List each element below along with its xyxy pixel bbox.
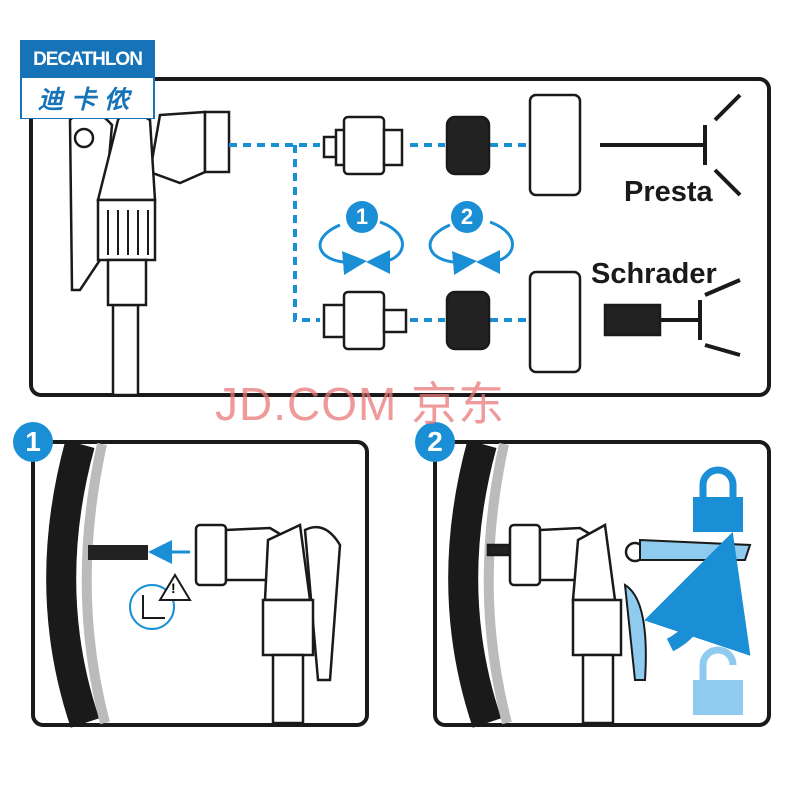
- bottom-left-panel-frame: [31, 440, 369, 727]
- panel-step-badge-1: 1: [13, 422, 53, 462]
- step-badge-2: 2: [451, 201, 483, 233]
- presta-adapter-parts: [322, 93, 742, 197]
- lock-open-icon: [693, 646, 743, 715]
- top-panel-frame: [29, 77, 771, 397]
- brand-name-cn: 迪卡侬: [22, 78, 153, 118]
- schrader-adapter-parts: [322, 270, 741, 374]
- bottom-right-panel-frame: [433, 440, 771, 727]
- pump-knurl-lines: [107, 210, 149, 255]
- step-badge-1: 1: [346, 201, 378, 233]
- brand-name: DECATHLON: [33, 48, 143, 70]
- valve-stem-left: [88, 545, 148, 560]
- presta-label: Presta: [624, 176, 713, 208]
- decathlon-logo: DECATHLON 迪卡侬: [20, 40, 155, 119]
- lock-closed-icon: [693, 466, 743, 532]
- schrader-label: Schrader: [591, 258, 717, 290]
- wheel-rims: [46, 440, 512, 728]
- pump-head-right: [486, 523, 646, 725]
- pump-head-top: [68, 110, 231, 397]
- pump-head-left: [194, 523, 342, 725]
- lift-lever-arrow: [644, 531, 751, 656]
- warning-symbol: !: [171, 580, 176, 596]
- rotate-arrows: [318, 220, 514, 275]
- watermark: JD.COM 京东: [215, 378, 506, 430]
- warning-angle-icon: [129, 573, 192, 630]
- panel-step-badge-2: 2: [415, 422, 455, 462]
- connector-dashed-lines: [229, 143, 530, 322]
